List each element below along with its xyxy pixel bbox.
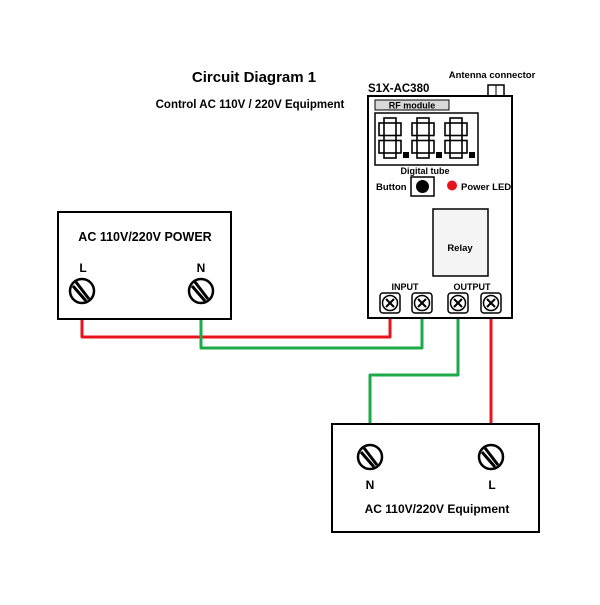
rf-module-bar bbox=[374, 99, 450, 111]
button-label: Button bbox=[376, 182, 407, 193]
power-terminal-n-icon[interactable] bbox=[187, 277, 215, 305]
neutral-wire-output bbox=[368, 302, 460, 457]
digital-tube-label: Digital tube bbox=[401, 166, 450, 176]
push-button-icon[interactable] bbox=[410, 176, 435, 197]
power-terminal-n-label: N bbox=[197, 261, 206, 275]
equipment-title: AC 110V/220V Equipment bbox=[365, 502, 510, 516]
power-led-label: Power LED bbox=[461, 182, 511, 193]
input-terminal-l-icon[interactable] bbox=[379, 292, 401, 314]
diagram-title: Circuit Diagram 1 bbox=[192, 69, 316, 86]
equipment-terminal-n-label: N bbox=[366, 478, 375, 492]
power-terminal-l-icon[interactable] bbox=[68, 277, 96, 305]
output-terminal-n-icon[interactable] bbox=[447, 292, 469, 314]
relay-label: Relay bbox=[447, 243, 473, 254]
rf-module-label: RF module bbox=[389, 101, 436, 111]
power-terminal-l-label: L bbox=[79, 261, 86, 275]
power-source-title: AC 110V/220V POWER bbox=[78, 230, 211, 244]
seven-segment-digit bbox=[444, 117, 475, 159]
equipment-terminal-l-label: L bbox=[488, 478, 495, 492]
input-terminal-n-icon[interactable] bbox=[411, 292, 433, 314]
seven-segment-digit bbox=[378, 117, 409, 159]
output-label: OUTPUT bbox=[454, 282, 492, 292]
relay-box bbox=[432, 208, 489, 277]
equipment-box bbox=[331, 423, 540, 533]
input-label: INPUT bbox=[392, 282, 420, 292]
power-source-panel: AC 110V/220V POWER L N bbox=[57, 211, 232, 320]
equipment-terminal-l-icon[interactable] bbox=[477, 443, 505, 471]
equipment-terminal-n-icon[interactable] bbox=[356, 443, 384, 471]
diagram-subtitle: Control AC 110V / 220V Equipment bbox=[156, 99, 345, 111]
antenna-connector-label: Antenna connector bbox=[449, 70, 536, 81]
controller-module: S1X-AC380 Antenna connector RF module Di… bbox=[367, 70, 536, 319]
seven-segment-digit bbox=[411, 117, 442, 159]
module-model-label: S1X-AC380 bbox=[368, 83, 429, 95]
digital-tube-digits bbox=[378, 117, 475, 159]
power-led-icon bbox=[447, 180, 457, 191]
output-terminal-l-icon[interactable] bbox=[480, 292, 502, 314]
equipment-panel: N L AC 110V/220V Equipment bbox=[331, 423, 540, 533]
